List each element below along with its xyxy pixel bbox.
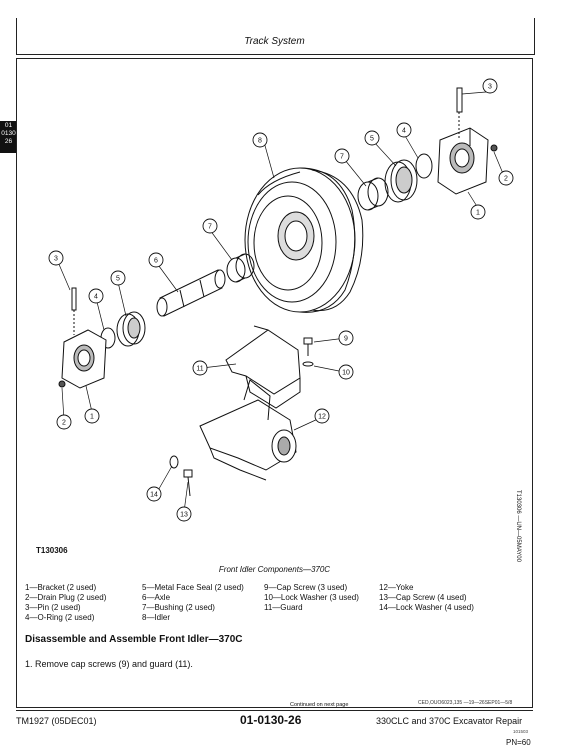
drain-plug-upper — [490, 144, 498, 152]
header-box — [16, 18, 535, 55]
callout-12: 12 — [314, 408, 330, 424]
idler-wheel — [244, 167, 364, 313]
callout-label: 3 — [54, 256, 58, 263]
legend-item: 6—Axle — [142, 593, 171, 602]
callout-2: 2 — [56, 414, 72, 430]
callout-14: 14 — [146, 486, 162, 502]
callout-4: 4 — [88, 288, 104, 304]
callout-13: 13 — [176, 506, 192, 522]
callout-label: 4 — [402, 128, 406, 135]
legend-item: 7—Bushing (2 used) — [142, 603, 215, 612]
yoke — [199, 379, 297, 481]
callout-label: 10 — [342, 370, 350, 377]
callout-label: 14 — [150, 492, 158, 499]
legend-item: 8—Idler — [142, 613, 171, 622]
bushing-left — [226, 253, 255, 283]
figure-id: T130306 — [36, 546, 68, 555]
legend-item: 2—Drain Plug (2 used) — [25, 593, 107, 602]
callout-label: 2 — [62, 420, 66, 427]
callout-label: 12 — [318, 414, 326, 421]
footer-pn: PN=60 — [506, 738, 531, 747]
section-tab-line3: 26 — [4, 138, 13, 145]
callout-9: 9 — [338, 330, 354, 346]
o-ring-upper — [415, 153, 433, 179]
callout-label: 9 — [344, 336, 348, 343]
legend-item: 1—Bracket (2 used) — [25, 583, 97, 592]
footer-manual-id: TM1927 (05DEC01) — [16, 716, 97, 726]
callout-label: 3 — [488, 84, 492, 91]
callout-label: 7 — [340, 154, 344, 161]
callout-label: 1 — [476, 210, 480, 217]
legend-item: 10—Lock Washer (3 used) — [264, 593, 359, 602]
section-title: Disassemble and Assemble Front Idler—370… — [25, 634, 243, 645]
callout-label: 5 — [370, 136, 374, 143]
callout-5: 5 — [110, 270, 126, 286]
pin-left — [71, 287, 77, 335]
footer-page-number: 01-0130-26 — [240, 713, 302, 727]
callout-label: 4 — [94, 294, 98, 301]
cap-screw-yoke — [169, 455, 193, 497]
content-frame — [16, 58, 533, 708]
callout-8: 8 — [252, 132, 268, 148]
guard — [225, 325, 301, 409]
legend-item: 9—Cap Screw (3 used) — [264, 583, 348, 592]
footer-manual-title: 330CLC and 370C Excavator Repair — [376, 716, 523, 726]
seal-upper — [384, 159, 418, 203]
seal-left — [116, 311, 146, 347]
legend-item: 13—Cap Screw (4 used) — [379, 593, 467, 602]
header-title: Track System — [244, 36, 305, 47]
footer-small-code: 101503 — [513, 729, 529, 734]
axle — [156, 269, 226, 317]
callout-label: 8 — [258, 138, 262, 145]
footer-rule — [16, 710, 533, 711]
legend-item: 4—O-Ring (2 used) — [25, 613, 95, 622]
callout-label: 1 — [90, 414, 94, 421]
bracket-left — [61, 329, 107, 389]
drain-plug-left — [58, 380, 66, 388]
legend-col-3: 9—Cap Screw (3 used) 10—Lock Washer (3 u… — [264, 583, 359, 613]
callout-label: 13 — [180, 512, 188, 519]
bushing-upper — [357, 177, 389, 211]
legend-item: 11—Guard — [264, 603, 303, 612]
legend-col-4: 12—Yoke 13—Cap Screw (4 used) 14—Lock Wa… — [379, 583, 474, 613]
callout-2: 2 — [498, 170, 514, 186]
callout-label: 2 — [504, 176, 508, 183]
legend-col-1: 1—Bracket (2 used) 2—Drain Plug (2 used)… — [25, 583, 106, 623]
callout-label: 11 — [196, 366, 203, 373]
continued-note: Continued on next page — [290, 702, 349, 708]
legend-col-2: 5—Metal Face Seal (2 used) 6—Axle 7—Bush… — [142, 583, 244, 623]
cap-screw-guard — [302, 337, 314, 367]
legend-item: 3—Pin (2 used) — [25, 603, 81, 612]
pin-upper — [456, 87, 463, 138]
callout-6: 6 — [148, 252, 164, 268]
legend-item: 5—Metal Face Seal (2 used) — [142, 583, 244, 592]
callout-7: 7 — [202, 218, 218, 234]
figure-side-code: T130306 —UN—05MAY00 — [515, 490, 521, 562]
bracket-upper — [437, 127, 489, 195]
callout-11: 11 — [192, 360, 208, 376]
callout-1: 1 — [84, 408, 100, 424]
legend-item: 14—Lock Washer (4 used) — [379, 603, 474, 612]
callout-1: 1 — [470, 204, 486, 220]
callout-label: 6 — [154, 258, 158, 265]
reference-code: CED,OUO6023,135 —19—26SEP01—5/8 — [418, 700, 513, 706]
callout-10: 10 — [338, 364, 354, 380]
procedure-step-1: 1. Remove cap screws (9) and guard (11). — [25, 659, 193, 669]
callout-4: 4 — [396, 122, 412, 138]
callout-3: 3 — [482, 78, 498, 94]
callout-label: 7 — [208, 224, 212, 231]
section-tab-line1: 01 — [4, 122, 13, 129]
legend-item: 12—Yoke — [379, 583, 414, 592]
figure-caption: Front Idler Components—370C — [218, 565, 331, 574]
section-tab-line2: 0130 — [1, 130, 16, 137]
callout-3: 3 — [48, 250, 64, 266]
callout-7: 7 — [334, 148, 350, 164]
section-tab: 01 0130 26 — [0, 121, 17, 153]
callout-label: 5 — [116, 276, 120, 283]
callout-5: 5 — [364, 130, 380, 146]
